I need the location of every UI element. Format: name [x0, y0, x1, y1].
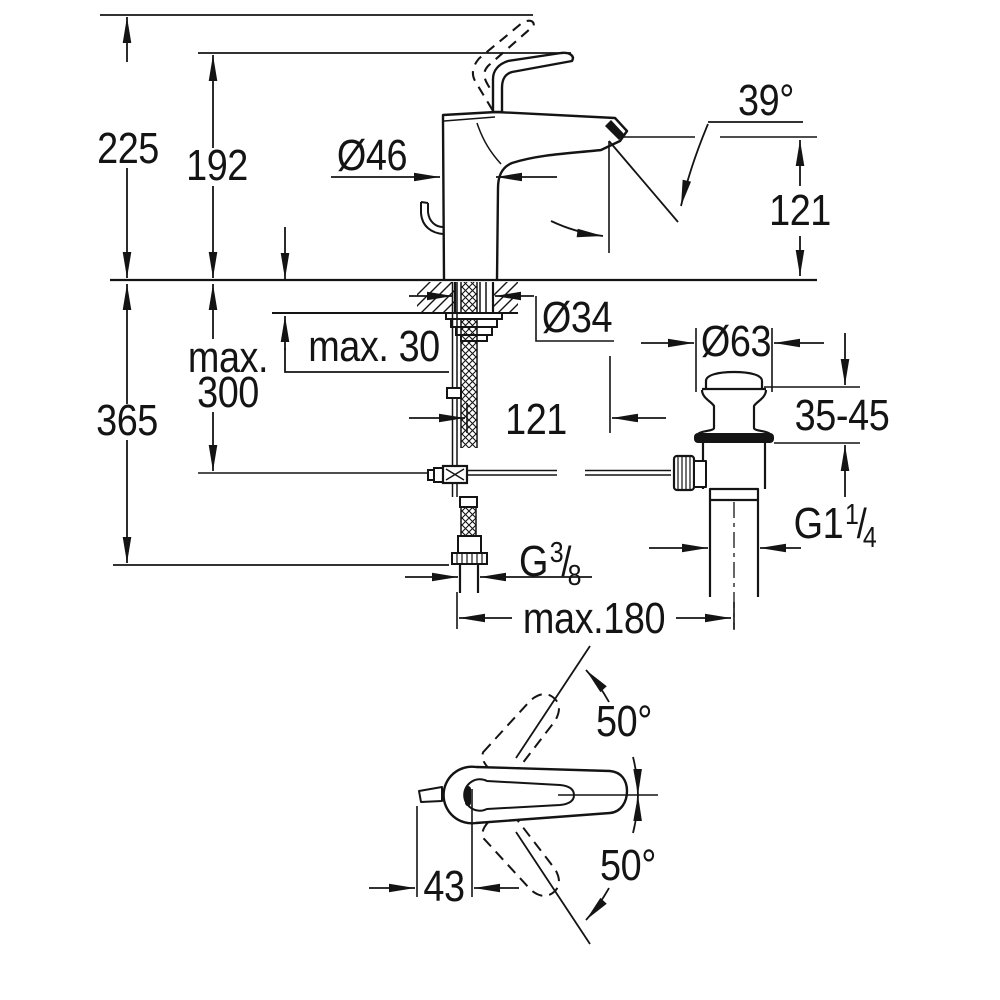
waste-thread-sup: 1	[844, 499, 859, 531]
dim-label-overall-height: 225	[97, 124, 159, 173]
supply-thread-sub: 8	[567, 560, 582, 592]
pop-up-waste	[672, 370, 774, 630]
dim-label-supply-thread: G3/8	[518, 537, 582, 591]
waste-thread-slash: /	[856, 500, 867, 547]
dim-label-handle-swing-lower: 50°	[600, 841, 656, 890]
dim-label-handle-swing-upper: 50°	[596, 697, 652, 746]
under-counter-assembly	[198, 282, 671, 593]
dim-label-waste-thread: G11/4	[793, 499, 877, 553]
supply-thread-slash: /	[561, 538, 572, 585]
dim-label-mounting-thickness: max. 30	[308, 322, 440, 371]
dim-label-lever-height: 192	[186, 141, 248, 190]
dim-label-spout-angle: 39°	[738, 76, 794, 125]
waste-thread-sub: 4	[862, 522, 877, 554]
dim-label-shank-diameter: Ø34	[541, 293, 613, 342]
dim-label-hose-length-line1: max.	[187, 333, 269, 382]
dim-label-install-depth: 365	[96, 396, 158, 445]
supply-thread-prefix: G	[518, 537, 548, 586]
dim-label-hose-length: max. 300	[187, 333, 269, 417]
dim-label-handle-offset: 43	[423, 862, 465, 911]
faucet-side-view	[420, 17, 629, 281]
reference-lines	[100, 14, 860, 566]
dim-label-spout-height: 121	[769, 186, 831, 235]
dim-label-hose-offset: 121	[505, 395, 567, 444]
dim-label-hose-length-line2: 300	[197, 368, 259, 417]
supply-thread-sup: 3	[549, 537, 564, 569]
waste-thread-prefix: G1	[793, 499, 844, 548]
dimension-lines	[122, 17, 850, 629]
dim-label-body-diameter: Ø46	[336, 131, 408, 180]
handle-plan-view	[369, 645, 658, 945]
dim-label-rod-reach: max.180	[522, 594, 666, 643]
dim-label-waste-flange-diameter: Ø63	[700, 317, 772, 366]
dim-label-clamping-range: 35-45	[794, 391, 890, 440]
